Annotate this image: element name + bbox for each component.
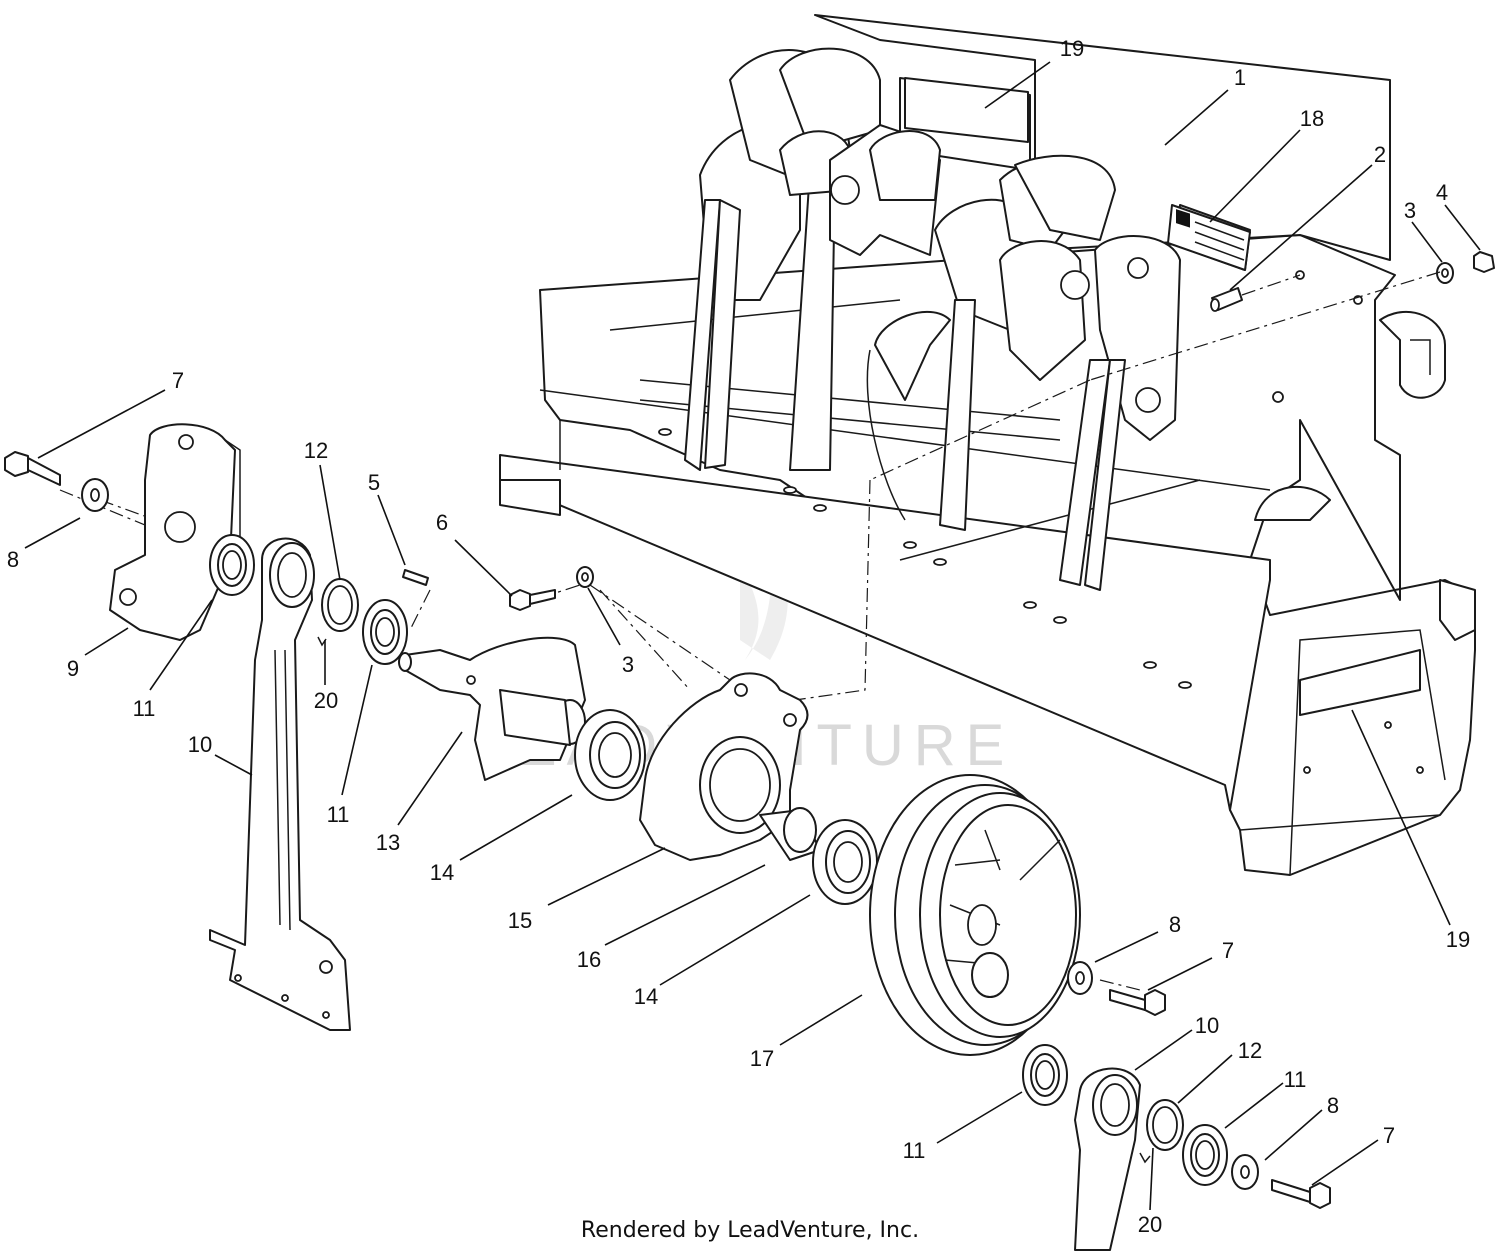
callout-18: 18 — [1300, 106, 1324, 131]
bearing-11-lower-left — [1022, 1044, 1068, 1106]
callout-2: 2 — [1374, 142, 1386, 167]
housing-15 — [639, 672, 809, 861]
callout-11-lower-right: 11 — [1284, 1067, 1307, 1092]
callout-15: 15 — [508, 908, 532, 933]
callout-5: 5 — [368, 470, 380, 495]
bearing-14-right — [812, 819, 878, 905]
callout-7-lower: 7 — [1383, 1123, 1395, 1148]
callout-4: 4 — [1436, 180, 1448, 205]
key-5 — [402, 569, 429, 586]
callout-10-left: 10 — [188, 732, 212, 757]
pulley-17 — [869, 774, 1081, 1056]
washer-8-left — [81, 478, 109, 512]
callout-3-right: 3 — [1404, 198, 1416, 223]
callout-20-left: 20 — [314, 688, 338, 713]
callout-12-lower: 12 — [1238, 1038, 1262, 1063]
bolt-6 — [509, 589, 556, 611]
callout-16: 16 — [577, 947, 601, 972]
ring-12-left — [321, 578, 359, 632]
callout-17: 17 — [750, 1046, 774, 1071]
bolt-7-lower — [1271, 1179, 1331, 1209]
callout-11-left: 11 — [133, 696, 156, 721]
callout-7-right: 7 — [1222, 938, 1234, 963]
arm-10-left — [209, 537, 351, 1031]
ring-12-lower — [1146, 1099, 1184, 1151]
callout-12-left: 12 — [304, 438, 328, 463]
nut-4 — [1473, 251, 1495, 273]
leader-lines — [24, 61, 1481, 1211]
bearing-11-mid — [362, 599, 408, 665]
callout-13: 13 — [376, 830, 400, 855]
callout-6: 6 — [436, 510, 448, 535]
washer-8-lower — [1231, 1154, 1259, 1190]
bearing-11-left — [209, 534, 255, 596]
bracket-9 — [109, 423, 241, 641]
clip-20-lower — [1139, 1152, 1151, 1164]
callout-8-lower: 8 — [1327, 1093, 1339, 1118]
callout-3-mid: 3 — [622, 652, 634, 677]
callout-7-left: 7 — [172, 368, 184, 393]
watermark-logo — [731, 490, 790, 660]
callout-20-lower: 20 — [1138, 1212, 1162, 1237]
callout-14-left: 14 — [430, 860, 454, 885]
callout-10-lower: 10 — [1195, 1013, 1219, 1038]
bearing-14-left — [574, 709, 646, 801]
callout-labels: 19 1 18 2 3 4 7 8 9 11 12 20 5 6 3 10 11… — [7, 36, 1470, 1237]
callout-8-left: 8 — [7, 547, 19, 572]
bolt-7-right — [1109, 989, 1166, 1016]
pin-2 — [1210, 287, 1243, 312]
crank-13 — [398, 636, 586, 781]
callout-14-right: 14 — [634, 984, 658, 1009]
callout-8-right: 8 — [1169, 912, 1181, 937]
washer-8-right — [1067, 961, 1093, 995]
callout-19-top: 19 — [1060, 36, 1084, 61]
sleeve-16 — [759, 807, 821, 861]
callout-19-right: 19 — [1446, 927, 1470, 952]
washer-3-mid — [576, 566, 594, 588]
decal-18 — [1167, 204, 1251, 271]
callout-11-mid: 11 — [327, 802, 350, 827]
callout-11-lower-left: 11 — [903, 1138, 926, 1163]
main-frame — [499, 14, 1476, 876]
callout-1: 1 — [1234, 65, 1246, 90]
tine-arm-assemblies — [684, 47, 1181, 591]
arm-10-lower — [1074, 1067, 1141, 1251]
decal-19-top — [904, 77, 1029, 143]
callout-9: 9 — [67, 656, 79, 681]
bearing-11-lower-right — [1182, 1124, 1228, 1186]
bolt-7-left — [4, 451, 61, 486]
footer-credit: Rendered by LeadVenture, Inc. — [581, 1218, 919, 1243]
